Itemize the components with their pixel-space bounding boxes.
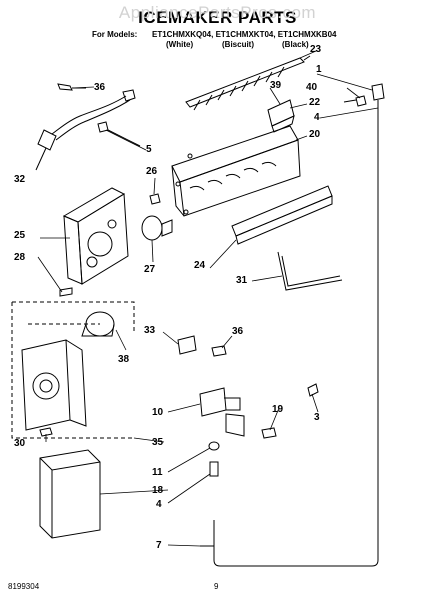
variant-black: (Black) [282, 40, 309, 49]
variant-white: (White) [166, 40, 194, 49]
callout-38: 38 [118, 354, 130, 365]
page-title: ICEMAKER PARTS [138, 8, 297, 27]
part-33-shield [177, 335, 197, 355]
callout-4-lower: 4 [156, 499, 162, 510]
models-label: For Models: [92, 30, 138, 39]
callout-20: 20 [309, 129, 321, 140]
part-26-screw [149, 193, 161, 205]
part-20-mold-body [171, 125, 301, 217]
callout-11: 11 [152, 467, 163, 478]
callout-19: 19 [272, 404, 284, 415]
part-25-module-housing [62, 187, 129, 285]
variant-biscuit: (Biscuit) [222, 40, 254, 49]
part-24-stripper [231, 185, 333, 245]
part-1-fill-tube-clamp [343, 83, 385, 107]
part-11-fitting [208, 441, 220, 477]
callout-31: 31 [236, 275, 248, 286]
models-list: ET1CHMXKQ04, ET1CHMXKT04, ET1CHMXKB04 [152, 30, 337, 39]
callout-3: 3 [314, 412, 320, 423]
callout-36-top: 36 [94, 82, 106, 93]
callout-5: 5 [146, 144, 152, 155]
part-3-clip [307, 383, 319, 397]
callout-26: 26 [146, 166, 158, 177]
part-30-screw [39, 427, 53, 437]
part-39-bearing [267, 99, 295, 133]
callout-1: 1 [316, 64, 322, 75]
part-36-screw-lower [211, 345, 227, 357]
part-10-water-valve [199, 387, 245, 437]
part-18-cover [39, 449, 101, 539]
part-27-motor [141, 215, 173, 241]
page-number: 9 [214, 582, 219, 591]
callout-33: 33 [144, 325, 156, 336]
part-32-wire-harness [35, 89, 136, 171]
part-7-water-tube [200, 100, 379, 567]
callout-39: 39 [270, 80, 282, 91]
callout-18: 18 [152, 485, 164, 496]
callout-36-lower: 36 [232, 326, 244, 337]
callout-32: 32 [14, 174, 26, 185]
callout-40: 40 [306, 82, 318, 93]
part-28-screw [59, 287, 73, 297]
callout-7: 7 [156, 540, 162, 551]
part-38-motor [81, 311, 115, 337]
watermark: AppliancePartsPros.com [118, 3, 317, 22]
callout-30: 30 [14, 438, 26, 449]
part-19-screw [261, 427, 277, 439]
part-31-bracket [277, 251, 343, 291]
part-23-ejector [185, 55, 311, 111]
leader-lines [37, 50, 379, 547]
callout-22: 22 [309, 97, 321, 108]
document-number: 8199304 [8, 582, 40, 591]
callout-10: 10 [152, 407, 164, 418]
callout-27: 27 [144, 264, 156, 275]
callout-35: 35 [152, 437, 164, 448]
callout-25: 25 [14, 230, 26, 241]
front-cover-plate [21, 339, 87, 431]
callout-28: 28 [14, 252, 26, 263]
callout-4-top: 4 [314, 112, 320, 123]
part-5-clip [97, 121, 141, 147]
part-35-assembly-outline [11, 301, 135, 439]
callout-24: 24 [194, 260, 206, 271]
part-36-screw-top [57, 83, 86, 91]
callout-23: 23 [310, 44, 322, 55]
